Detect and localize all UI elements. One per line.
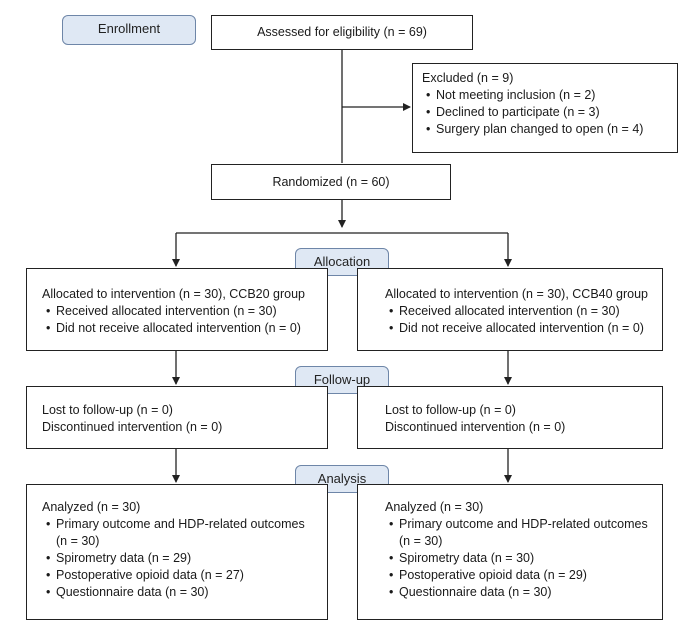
randomized-box: Randomized (n = 60)	[211, 164, 451, 200]
allocation-title: Allocated to intervention (n = 30), CCB2…	[42, 287, 306, 301]
randomized-text: Randomized (n = 60)	[272, 175, 390, 189]
allocation-item: Received allocated intervention (n = 30)	[42, 303, 327, 320]
assessed-text: Assessed for eligibility (n = 69)	[257, 25, 427, 39]
analysis-item: Postoperative opioid data (n = 27)	[42, 567, 327, 584]
analysis-item: Postoperative opioid data (n = 29)	[385, 567, 662, 584]
follow-up-box-right: Lost to follow-up (n = 0) Discontinued i…	[357, 386, 663, 449]
analysis-box-right: Analyzed (n = 30) Primary outcome and HD…	[357, 484, 663, 620]
lost-to-follow-up: Lost to follow-up (n = 0)	[42, 403, 173, 417]
analyzed-title: Analyzed (n = 30)	[42, 500, 141, 514]
analysis-box-left: Analyzed (n = 30) Primary outcome and HD…	[26, 484, 328, 620]
discontinued-intervention: Discontinued intervention (n = 0)	[385, 420, 566, 434]
allocation-item: Received allocated intervention (n = 30)	[385, 303, 662, 320]
excluded-item: Surgery plan changed to open (n = 4)	[422, 121, 677, 138]
analysis-primary: Primary outcome and HDP-related outcomes	[385, 516, 662, 533]
allocation-item: Did not receive allocated intervention (…	[385, 320, 662, 337]
follow-up-box-left: Lost to follow-up (n = 0) Discontinued i…	[26, 386, 328, 449]
analysis-item: Spirometry data (n = 30)	[385, 550, 662, 567]
analysis-item: Questionnaire data (n = 30)	[385, 584, 662, 601]
analysis-item: Spirometry data (n = 29)	[42, 550, 327, 567]
lost-to-follow-up: Lost to follow-up (n = 0)	[385, 403, 516, 417]
excluded-item: Not meeting inclusion (n = 2)	[422, 87, 677, 104]
allocation-box-right: Allocated to intervention (n = 30), CCB4…	[357, 268, 663, 351]
analysis-primary-n: (n = 30)	[56, 534, 100, 548]
allocation-item: Did not receive allocated intervention (…	[42, 320, 327, 337]
excluded-box: Excluded (n = 9) Not meeting inclusion (…	[412, 63, 678, 153]
analysis-primary: Primary outcome and HDP-related outcomes	[42, 516, 327, 533]
analysis-primary-n: (n = 30)	[399, 534, 443, 548]
allocation-box-left: Allocated to intervention (n = 30), CCB2…	[26, 268, 328, 351]
analysis-item: Questionnaire data (n = 30)	[42, 584, 327, 601]
analyzed-title: Analyzed (n = 30)	[385, 500, 484, 514]
excluded-title: Excluded (n = 9)	[422, 71, 514, 85]
stage-enrollment: Enrollment	[62, 15, 196, 45]
allocation-title: Allocated to intervention (n = 30), CCB4…	[385, 287, 649, 301]
assessed-box: Assessed for eligibility (n = 69)	[211, 15, 473, 50]
excluded-item: Declined to participate (n = 3)	[422, 104, 677, 121]
discontinued-intervention: Discontinued intervention (n = 0)	[42, 420, 223, 434]
